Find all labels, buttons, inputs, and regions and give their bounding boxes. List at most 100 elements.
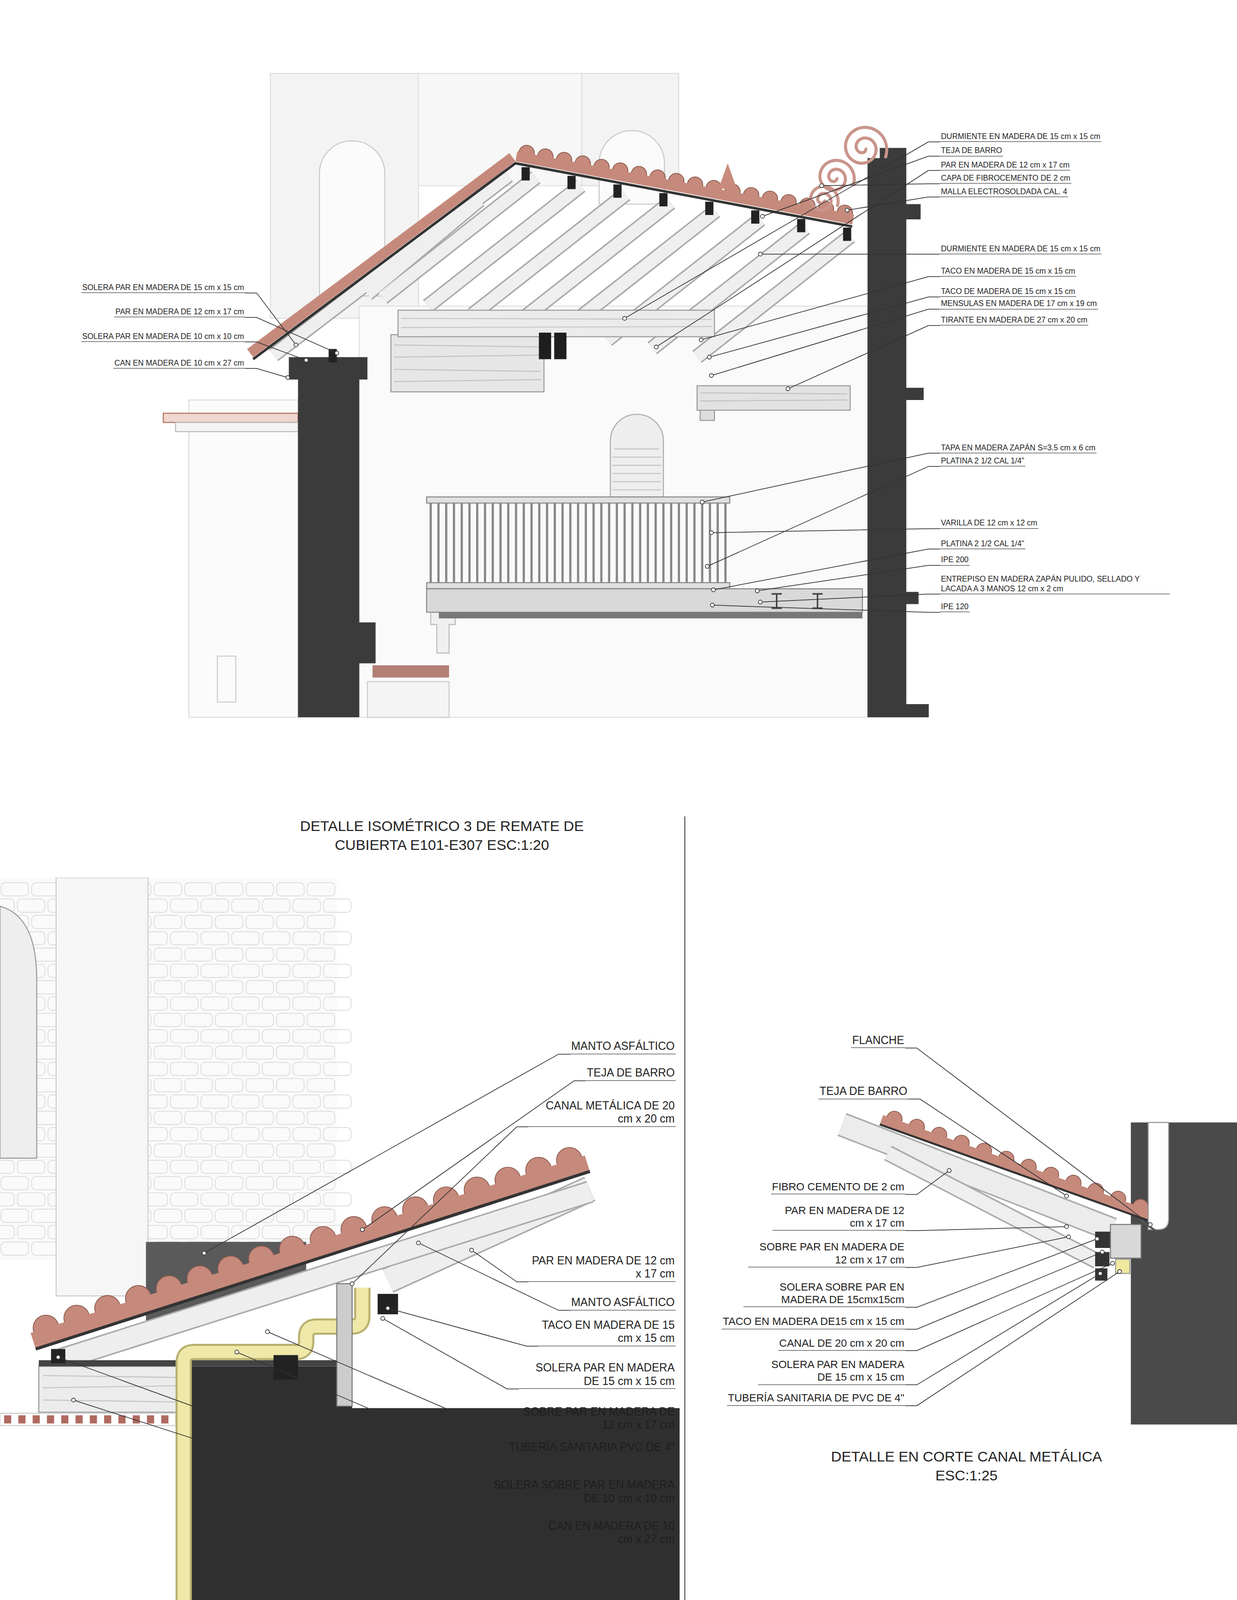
railing-bar xyxy=(592,503,595,583)
stone-texture xyxy=(231,1029,260,1043)
ornament xyxy=(810,186,839,211)
clay-tile xyxy=(247,153,516,357)
stone-texture xyxy=(0,882,29,897)
railing-bar xyxy=(607,503,611,583)
stone-texture xyxy=(184,948,213,962)
stone-texture xyxy=(154,1078,182,1092)
clay-tile xyxy=(515,151,854,225)
leader-line xyxy=(387,1308,539,1347)
leader-line xyxy=(245,341,307,361)
stone-texture xyxy=(293,1192,321,1207)
stone-texture xyxy=(246,1176,274,1191)
eave-detail xyxy=(0,877,680,1600)
leader-line xyxy=(821,183,940,186)
stone-texture xyxy=(184,1176,213,1191)
stone-texture xyxy=(323,1192,352,1207)
leader-line xyxy=(788,325,941,389)
cornice-dentil xyxy=(3,1415,183,1424)
leader-line xyxy=(382,1318,519,1390)
leader-dot xyxy=(360,1227,365,1232)
stone-texture xyxy=(293,1160,321,1174)
facade xyxy=(163,73,868,718)
stone-texture xyxy=(293,1095,321,1109)
gutter-section xyxy=(1095,1231,1112,1249)
leader-line xyxy=(711,528,941,533)
leader-line xyxy=(471,1250,529,1283)
callout-label: MANTO ASFÁLTICO xyxy=(570,1296,676,1311)
stone-texture xyxy=(276,1046,305,1060)
leader-dot xyxy=(819,184,824,188)
stone-texture xyxy=(184,1078,213,1092)
stone-texture xyxy=(170,1062,199,1076)
eave-detail xyxy=(273,1355,299,1380)
stone-texture xyxy=(323,1062,352,1076)
stone-texture xyxy=(170,964,199,978)
stone-texture xyxy=(323,1127,352,1141)
railing-bar xyxy=(669,503,673,583)
stone-texture xyxy=(170,1160,199,1174)
stone-texture xyxy=(276,915,305,929)
stone-texture xyxy=(184,980,213,994)
callout-label: PLATINA 2 1/2 CAL 1/4" xyxy=(940,539,1026,550)
callout-label: PLATINA 2 1/2 CAL 1/4" xyxy=(940,456,1026,467)
stone-texture xyxy=(293,1029,321,1043)
tie-beam xyxy=(700,410,715,421)
callout-label: CANAL METÁLICA DE 20 cm x 20 cm xyxy=(528,1099,676,1128)
stone-texture xyxy=(215,1176,244,1191)
railing-bar xyxy=(538,503,541,583)
railing-bar xyxy=(452,503,456,583)
stone-texture xyxy=(262,1062,291,1076)
leader-line xyxy=(760,253,941,255)
stone-texture xyxy=(231,931,260,945)
leader-dot xyxy=(1064,1224,1069,1229)
railing-bar xyxy=(576,503,580,583)
eave-detail xyxy=(0,1413,187,1426)
stone-texture xyxy=(154,948,182,962)
tie-beam xyxy=(554,332,567,360)
stone-texture xyxy=(201,1029,229,1043)
stone-texture xyxy=(307,980,335,994)
tie-beam xyxy=(700,400,848,402)
stone-texture xyxy=(231,1127,260,1141)
stone-texture xyxy=(154,1013,182,1027)
gutter-section xyxy=(887,1153,1098,1262)
stone-texture xyxy=(31,882,60,897)
eave-detail xyxy=(43,1400,185,1403)
stone-texture xyxy=(170,898,199,913)
stone-texture xyxy=(262,964,291,978)
callout-label: CAN EN MADERA DE 10 cm x 27 cm xyxy=(113,358,246,369)
ridge-finial xyxy=(718,163,738,189)
callout-label: MANTO ASFÁLTICO xyxy=(570,1039,676,1055)
leader-dot xyxy=(293,342,298,347)
eave-detail xyxy=(43,1386,185,1389)
leader-dot xyxy=(265,1329,270,1334)
railing-bar xyxy=(584,503,588,583)
leader-line xyxy=(709,296,941,357)
drawing-title: DETALLE ISOMÉTRICO 3 DE REMATE DE CUBIER… xyxy=(272,816,612,855)
railing-bar xyxy=(460,503,464,583)
facade xyxy=(612,481,662,483)
gutter-section xyxy=(879,1124,1148,1221)
leader-dot xyxy=(56,1355,61,1360)
stone-texture xyxy=(323,1160,352,1174)
callout-label: ENTREPISO EN MADERA ZAPÁN PULIDO, SELLAD… xyxy=(940,574,1170,594)
railing-bar xyxy=(468,503,471,583)
stone-texture xyxy=(215,1111,244,1125)
callout-label: DURMIENTE EN MADERA DE 15 cm x 15 cm xyxy=(940,244,1102,255)
railing-bar xyxy=(514,503,518,583)
stone-texture xyxy=(231,1192,260,1207)
leader-dot xyxy=(622,316,627,321)
stone-texture xyxy=(215,1013,244,1027)
stone-texture xyxy=(307,1078,335,1092)
leader-line xyxy=(905,1263,1113,1351)
leader-dot xyxy=(758,252,763,257)
leader-dot xyxy=(786,386,790,391)
stone-texture xyxy=(215,1078,244,1092)
stone-texture xyxy=(0,1176,29,1191)
stone-texture xyxy=(293,931,321,945)
wall-section xyxy=(288,357,368,380)
callout-label: DURMIENTE EN MADERA DE 15 cm x 15 cm xyxy=(940,131,1102,142)
stone-texture xyxy=(215,980,244,994)
